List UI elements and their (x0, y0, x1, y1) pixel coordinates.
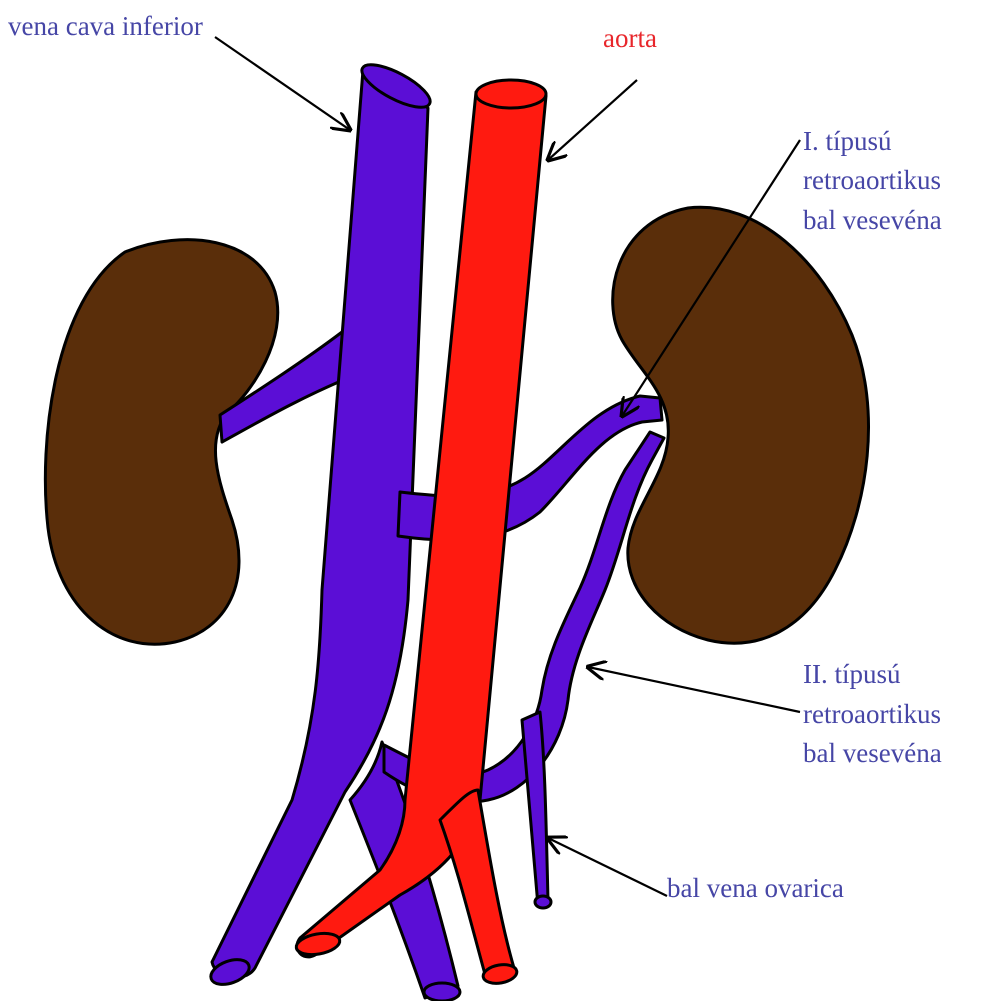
aorta-label: aorta (603, 21, 657, 56)
type1-label-line1: I. típusú (803, 124, 892, 159)
left-iliac-artery (440, 790, 514, 978)
left-kidney (613, 207, 869, 643)
type2-label-line1: II. típusú (803, 657, 901, 692)
type1-label-line3: bal vesevéna (803, 203, 942, 238)
type2-arrow (588, 667, 800, 712)
ovarica-arrow (548, 838, 667, 896)
aorta-arrow (548, 80, 637, 160)
ovarica-label: bal vena ovarica (667, 871, 844, 906)
right-kidney (45, 240, 277, 645)
type2-label-line2: retroaortikus (803, 697, 941, 732)
aorta-top-opening (476, 80, 546, 108)
type2-label-line3: bal vesevéna (803, 736, 942, 771)
ovarian-vein-end (535, 896, 551, 908)
type1-label-line2: retroaortikus (803, 163, 941, 198)
vena-cava-arrow (215, 37, 350, 130)
left-iliac-vein-opening (424, 983, 460, 1001)
right-iliac-artery-opening (295, 930, 342, 957)
vena-cava-label: vena cava inferior (8, 9, 203, 44)
